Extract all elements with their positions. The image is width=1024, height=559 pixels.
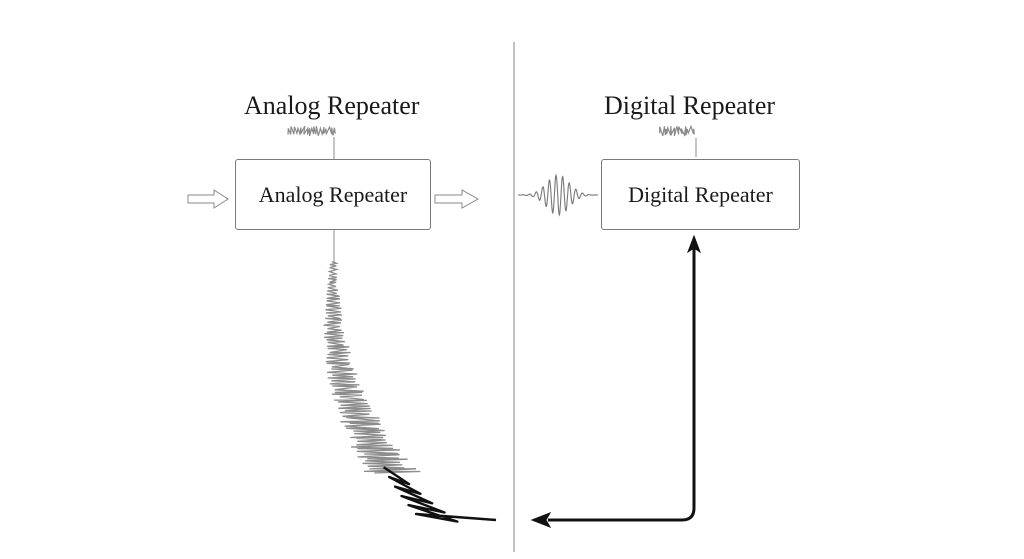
analog-amplified-noise: [323, 261, 421, 474]
regeneration-arrowhead-left: [530, 512, 552, 528]
digital-repeater-label: Digital Repeater: [628, 181, 773, 207]
analog-noise-top: [287, 125, 336, 137]
analog-output-signal: [383, 466, 497, 523]
digital-noise-top: [659, 124, 695, 138]
analog-repeater-box: Analog Repeater: [235, 159, 431, 230]
digital-input-wave: [518, 173, 598, 217]
output-arrow: [434, 189, 480, 209]
digital-heading: Digital Repeater: [604, 91, 776, 120]
regeneration-arrow: [548, 248, 696, 522]
digital-repeater-box: Digital Repeater: [601, 159, 800, 230]
input-arrow: [187, 189, 229, 209]
regeneration-arrowhead-up: [686, 234, 702, 254]
analog-heading: Analog Repeater: [244, 91, 420, 120]
analog-repeater-label: Analog Repeater: [258, 181, 408, 207]
